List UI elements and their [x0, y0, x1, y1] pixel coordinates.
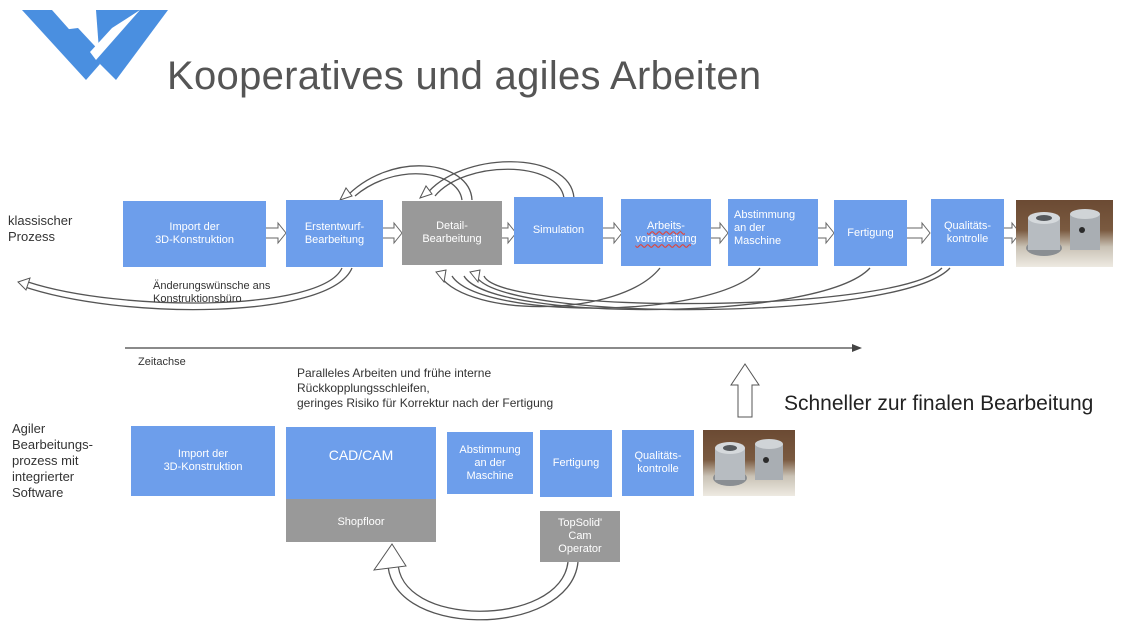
agile-step-fertigung: Fertigung: [540, 430, 612, 497]
operator-feedback-loop: [387, 555, 579, 621]
feedback-to-konstruktion: [21, 267, 353, 311]
classic-process-label: klassischer Prozess: [8, 213, 73, 244]
agile-step-abstimmung: Abstimmung an der Maschine: [447, 432, 533, 494]
loop-simulation-to-detail: [424, 161, 575, 199]
agile-step-cadcam: CAD/CAM: [286, 427, 436, 499]
agile-step-operator: TopSolid' Cam Operator: [540, 511, 620, 562]
parallel-note: Paralleles Arbeiten und frühe interne Rü…: [297, 366, 554, 410]
classic-step-import: Import der 3D-Konstruktion: [123, 201, 266, 267]
classic-step-arbeitsvorbereitung: Arbeits- vorbereitung: [621, 199, 711, 266]
product-photo-agile: [703, 430, 795, 496]
faster-up-arrow: [730, 363, 760, 418]
faster-label: Schneller zur finalen Bearbeitung: [784, 392, 1094, 415]
agile-step-qualitaet: Qualitäts- kontrolle: [622, 430, 694, 496]
loop-detail-to-erstentwurf: [344, 165, 473, 201]
timeline-label: Zeitachse: [138, 356, 186, 368]
agile-step-shopfloor: Shopfloor: [286, 499, 436, 542]
classic-step-simulation: Simulation: [514, 197, 603, 264]
feedback-note: Änderungswünsche ans Konstruktionsbüro: [153, 280, 271, 305]
classic-step-detail: Detail- Bearbeitung: [402, 201, 502, 265]
agile-process-label: Agiler Bearbeitungs- prozess mit integri…: [12, 421, 93, 500]
classic-step-arbeitsvorbereitung-label: Arbeits- vorbereitung: [635, 219, 697, 245]
classic-step-fertigung: Fertigung: [834, 200, 907, 266]
classic-step-erstentwurf: Erstentwurf- Bearbeitung: [286, 200, 383, 267]
product-photo-classic: [1016, 200, 1113, 267]
agile-step-import: Import der 3D-Konstruktion: [131, 426, 275, 496]
classic-step-qualitaet: Qualitäts- kontrolle: [931, 199, 1004, 266]
classic-step-abstimmung: Abstimmung an der Maschine: [728, 199, 818, 266]
page-title: Kooperatives und agiles Arbeiten: [167, 54, 762, 98]
